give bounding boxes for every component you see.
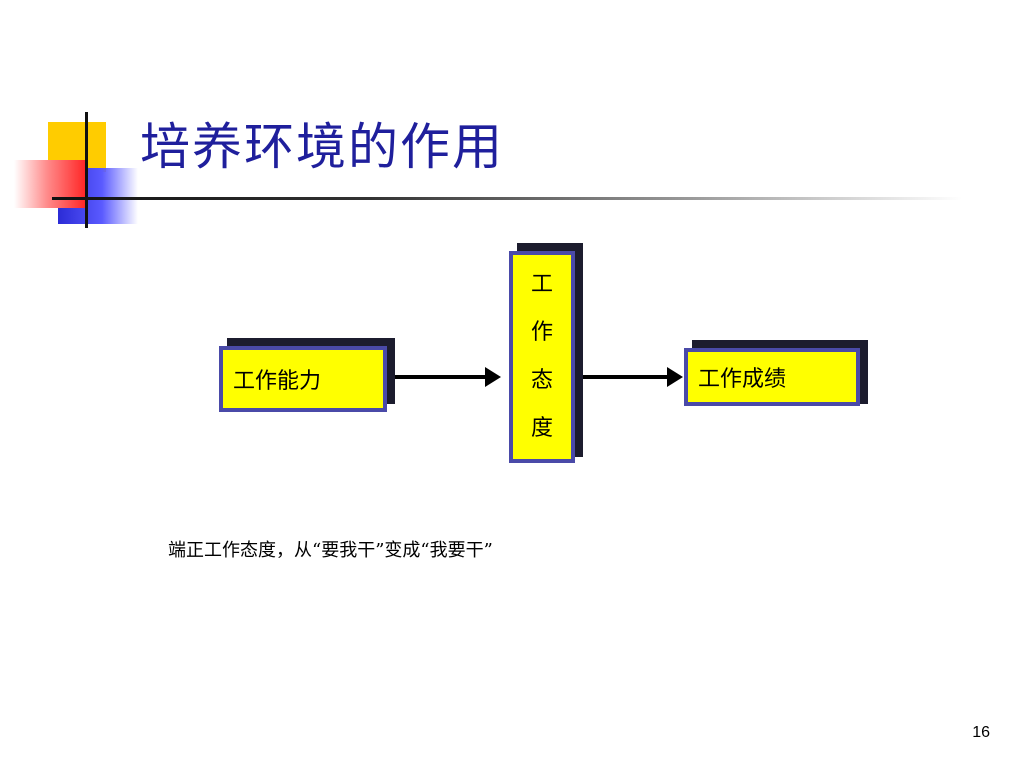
- diagram-node-attitude: 工 作 态 度: [509, 251, 575, 463]
- deco-vertical-line: [85, 112, 88, 228]
- node-label-ability: 工作能力: [233, 369, 322, 394]
- arrow-attitude-to-performance: [583, 367, 683, 387]
- page-number: 16: [972, 724, 990, 741]
- diagram-node-performance: 工作成绩: [684, 348, 860, 406]
- slide-title: 培养环境的作用: [140, 118, 504, 176]
- title-underline: [52, 197, 962, 200]
- node-char-4: 度: [530, 416, 553, 441]
- node-char-3: 态: [530, 368, 553, 393]
- node-label-performance: 工作成绩: [698, 367, 787, 392]
- diagram-node-ability: 工作能力: [219, 346, 387, 412]
- node-char-2: 作: [530, 320, 553, 345]
- slide-caption: 端正工作态度，从“要我干”变成“我要干”: [168, 540, 493, 561]
- node-char-1: 工: [530, 272, 553, 297]
- deco-red-square: [14, 160, 88, 208]
- arrow-ability-to-attitude: [395, 367, 501, 387]
